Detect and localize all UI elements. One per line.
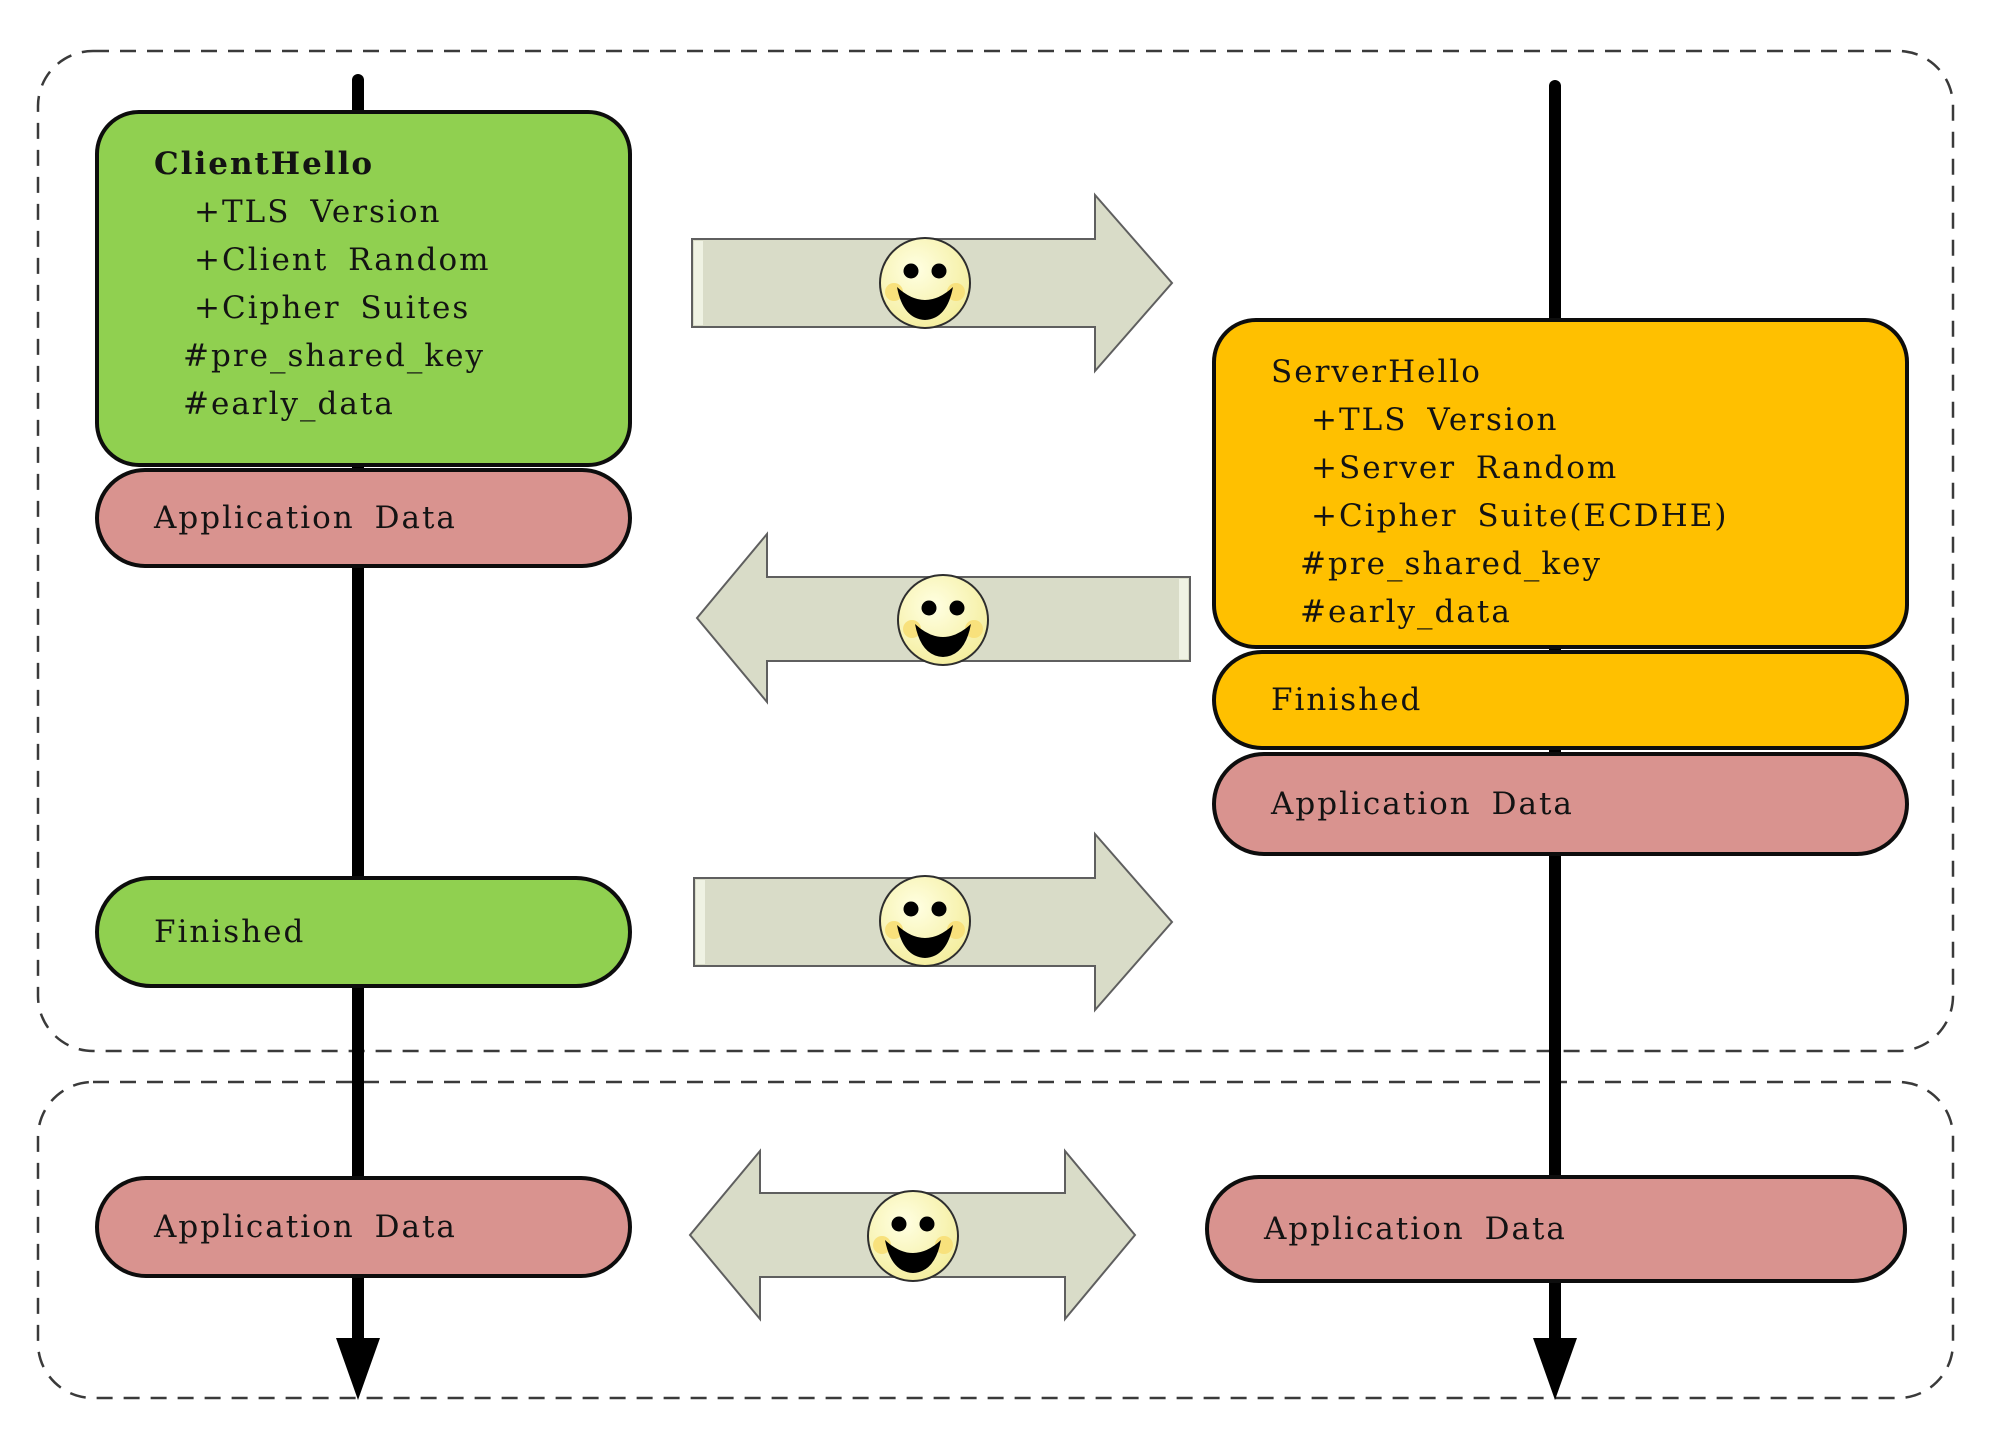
server-finished-pill: Finished: [1212, 650, 1909, 750]
server-hello-line: +Server Random: [1311, 450, 1619, 486]
server-hello-line: #pre_shared_key: [1300, 546, 1602, 582]
client-timeline-arrowhead-icon: [336, 1338, 380, 1400]
arrow-tail-highlight: [696, 880, 705, 964]
application-phase-container: [36, 1080, 1955, 1400]
pill-label: Finished: [1271, 682, 1423, 718]
client-hello-title: ClientHello: [154, 146, 375, 182]
client-hello-line: #pre_shared_key: [183, 338, 485, 374]
client-app-data-pill: Application Data: [95, 1176, 632, 1278]
server-app-data-pill-bottom: Application Data: [1205, 1175, 1907, 1283]
smiley-face-icon: [879, 237, 971, 329]
server-hello-line: #early_data: [1300, 594, 1512, 630]
pill-label: Application Data: [154, 1209, 457, 1245]
pill-label: Application Data: [1264, 1211, 1567, 1247]
client-hello-line: +Cipher Suites: [194, 290, 471, 326]
client-early-app-data-pill: Application Data: [95, 468, 632, 568]
server-app-data-pill: Application Data: [1212, 752, 1909, 856]
server-hello-line: +Cipher Suite(ECDHE): [1311, 498, 1729, 534]
client-hello-line: #early_data: [183, 386, 395, 422]
smiley-face-icon: [867, 1190, 959, 1282]
smiley-face-icon: [879, 875, 971, 967]
pill-label: Application Data: [154, 500, 457, 536]
server-hello-line: +TLS Version: [1311, 402, 1559, 438]
client-hello-line: +Client Random: [194, 242, 491, 278]
server-hello-title: ServerHello: [1271, 354, 1482, 390]
handshake-phase-container: [36, 49, 1955, 1053]
server-hello-box: ServerHello +TLS Version +Server Random …: [1212, 318, 1909, 649]
client-hello-line: +TLS Version: [194, 194, 442, 230]
smiley-face-icon: [897, 574, 989, 666]
client-hello-box: ClientHello +TLS Version +Client Random …: [95, 110, 632, 467]
server-timeline-arrowhead-icon: [1533, 1338, 1577, 1400]
arrow-tail-highlight: [1179, 579, 1188, 659]
client-finished-pill: Finished: [95, 876, 632, 988]
pill-label: Finished: [154, 914, 306, 950]
pill-label: Application Data: [1271, 786, 1574, 822]
arrow-tail-highlight: [694, 241, 703, 325]
